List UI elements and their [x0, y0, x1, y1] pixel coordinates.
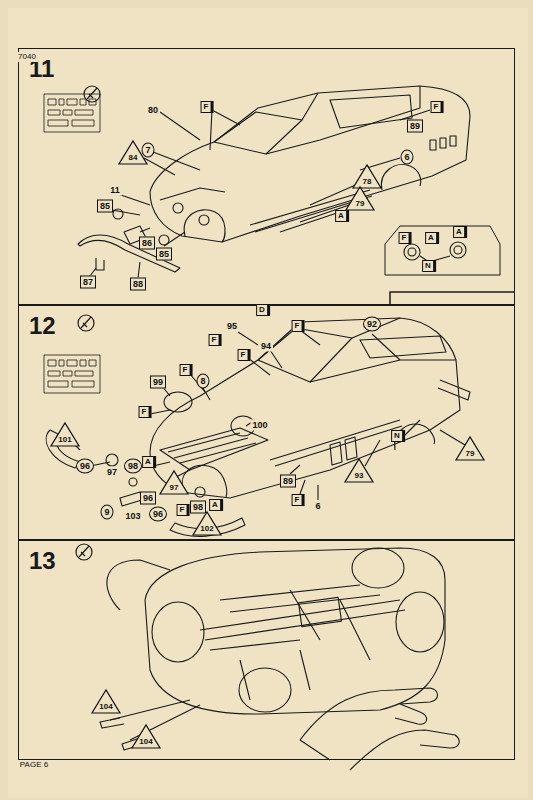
callout-number: 11 — [108, 185, 122, 196]
step-number: 12 — [29, 314, 56, 338]
step-number: 13 — [29, 549, 56, 573]
callout-number: 98 — [124, 459, 142, 474]
glue-flag: F — [238, 349, 251, 361]
callout-number: 84 — [127, 153, 140, 163]
step-panel: 13 — [18, 540, 515, 760]
callout-number: 7 — [141, 143, 154, 158]
callout-number: 89 — [407, 120, 423, 133]
callout-triangle — [132, 725, 160, 748]
callout-number: 80 — [146, 105, 160, 116]
callout-triangle — [51, 423, 79, 446]
glue-flag: F — [209, 334, 222, 346]
glue-flag: A — [209, 499, 223, 511]
glue-flag: N — [391, 430, 405, 442]
callout-number: 79 — [464, 449, 477, 459]
callout-number: 6 — [313, 501, 322, 512]
callout-triangle — [92, 690, 120, 713]
callout-number: 94 — [259, 341, 273, 352]
callout-triangle — [193, 512, 221, 535]
glue-flag: F — [431, 101, 444, 113]
callout-triangle — [353, 165, 381, 188]
callout-number: 98 — [190, 501, 206, 514]
callout-number: 88 — [130, 278, 146, 291]
callout-number: 79 — [354, 199, 367, 209]
glue-flag: F — [292, 320, 305, 332]
glue-flag: F — [180, 364, 193, 376]
glue-flag: F — [201, 101, 214, 113]
callout-number: 101 — [56, 435, 73, 445]
callout-number: 86 — [139, 237, 155, 250]
callout-number: 96 — [140, 492, 156, 505]
callout-number: 85 — [156, 248, 172, 261]
callout-number: 9 — [100, 505, 113, 520]
page-note: PAGE 6 — [18, 760, 50, 770]
glue-flag: N — [422, 260, 436, 272]
callout-number: 8 — [196, 374, 209, 389]
paper — [8, 8, 528, 798]
glue-flag: F — [139, 406, 152, 418]
callout-triangle — [346, 187, 374, 210]
glue-flag: A — [142, 456, 156, 468]
glue-flag: A — [335, 210, 349, 222]
glue-flag: A — [453, 226, 467, 238]
callout-number: 103 — [123, 511, 142, 522]
callout-number: 104 — [97, 702, 114, 712]
step-panel: 11 — [18, 48, 515, 305]
callout-triangle — [456, 437, 484, 460]
page-note: 7040 — [16, 52, 38, 62]
callout-number: 97 — [168, 483, 181, 493]
callout-number: 6 — [400, 150, 413, 165]
callout-number: 99 — [150, 376, 166, 389]
glue-flag: F — [399, 232, 412, 244]
callout-triangle — [345, 459, 373, 482]
callout-number: 93 — [353, 471, 366, 481]
callout-number: 92 — [363, 317, 381, 332]
callout-number: 102 — [198, 524, 215, 534]
glue-flag: A — [425, 232, 439, 244]
callout-number: 96 — [149, 507, 167, 522]
glue-flag: F — [177, 504, 190, 516]
glue-flag: F — [292, 494, 305, 506]
callout-number: 100 — [250, 420, 269, 431]
callout-number: 96 — [76, 459, 94, 474]
callout-number: 104 — [137, 737, 154, 747]
glue-flag: D — [256, 304, 270, 316]
callout-number: 87 — [80, 276, 96, 289]
callout-number: 78 — [361, 177, 374, 187]
callout-number: 85 — [97, 200, 113, 213]
callout-number: 97 — [105, 467, 119, 478]
callout-number: 95 — [225, 321, 239, 332]
callout-triangle — [160, 471, 188, 494]
callout-number: 89 — [280, 475, 296, 488]
